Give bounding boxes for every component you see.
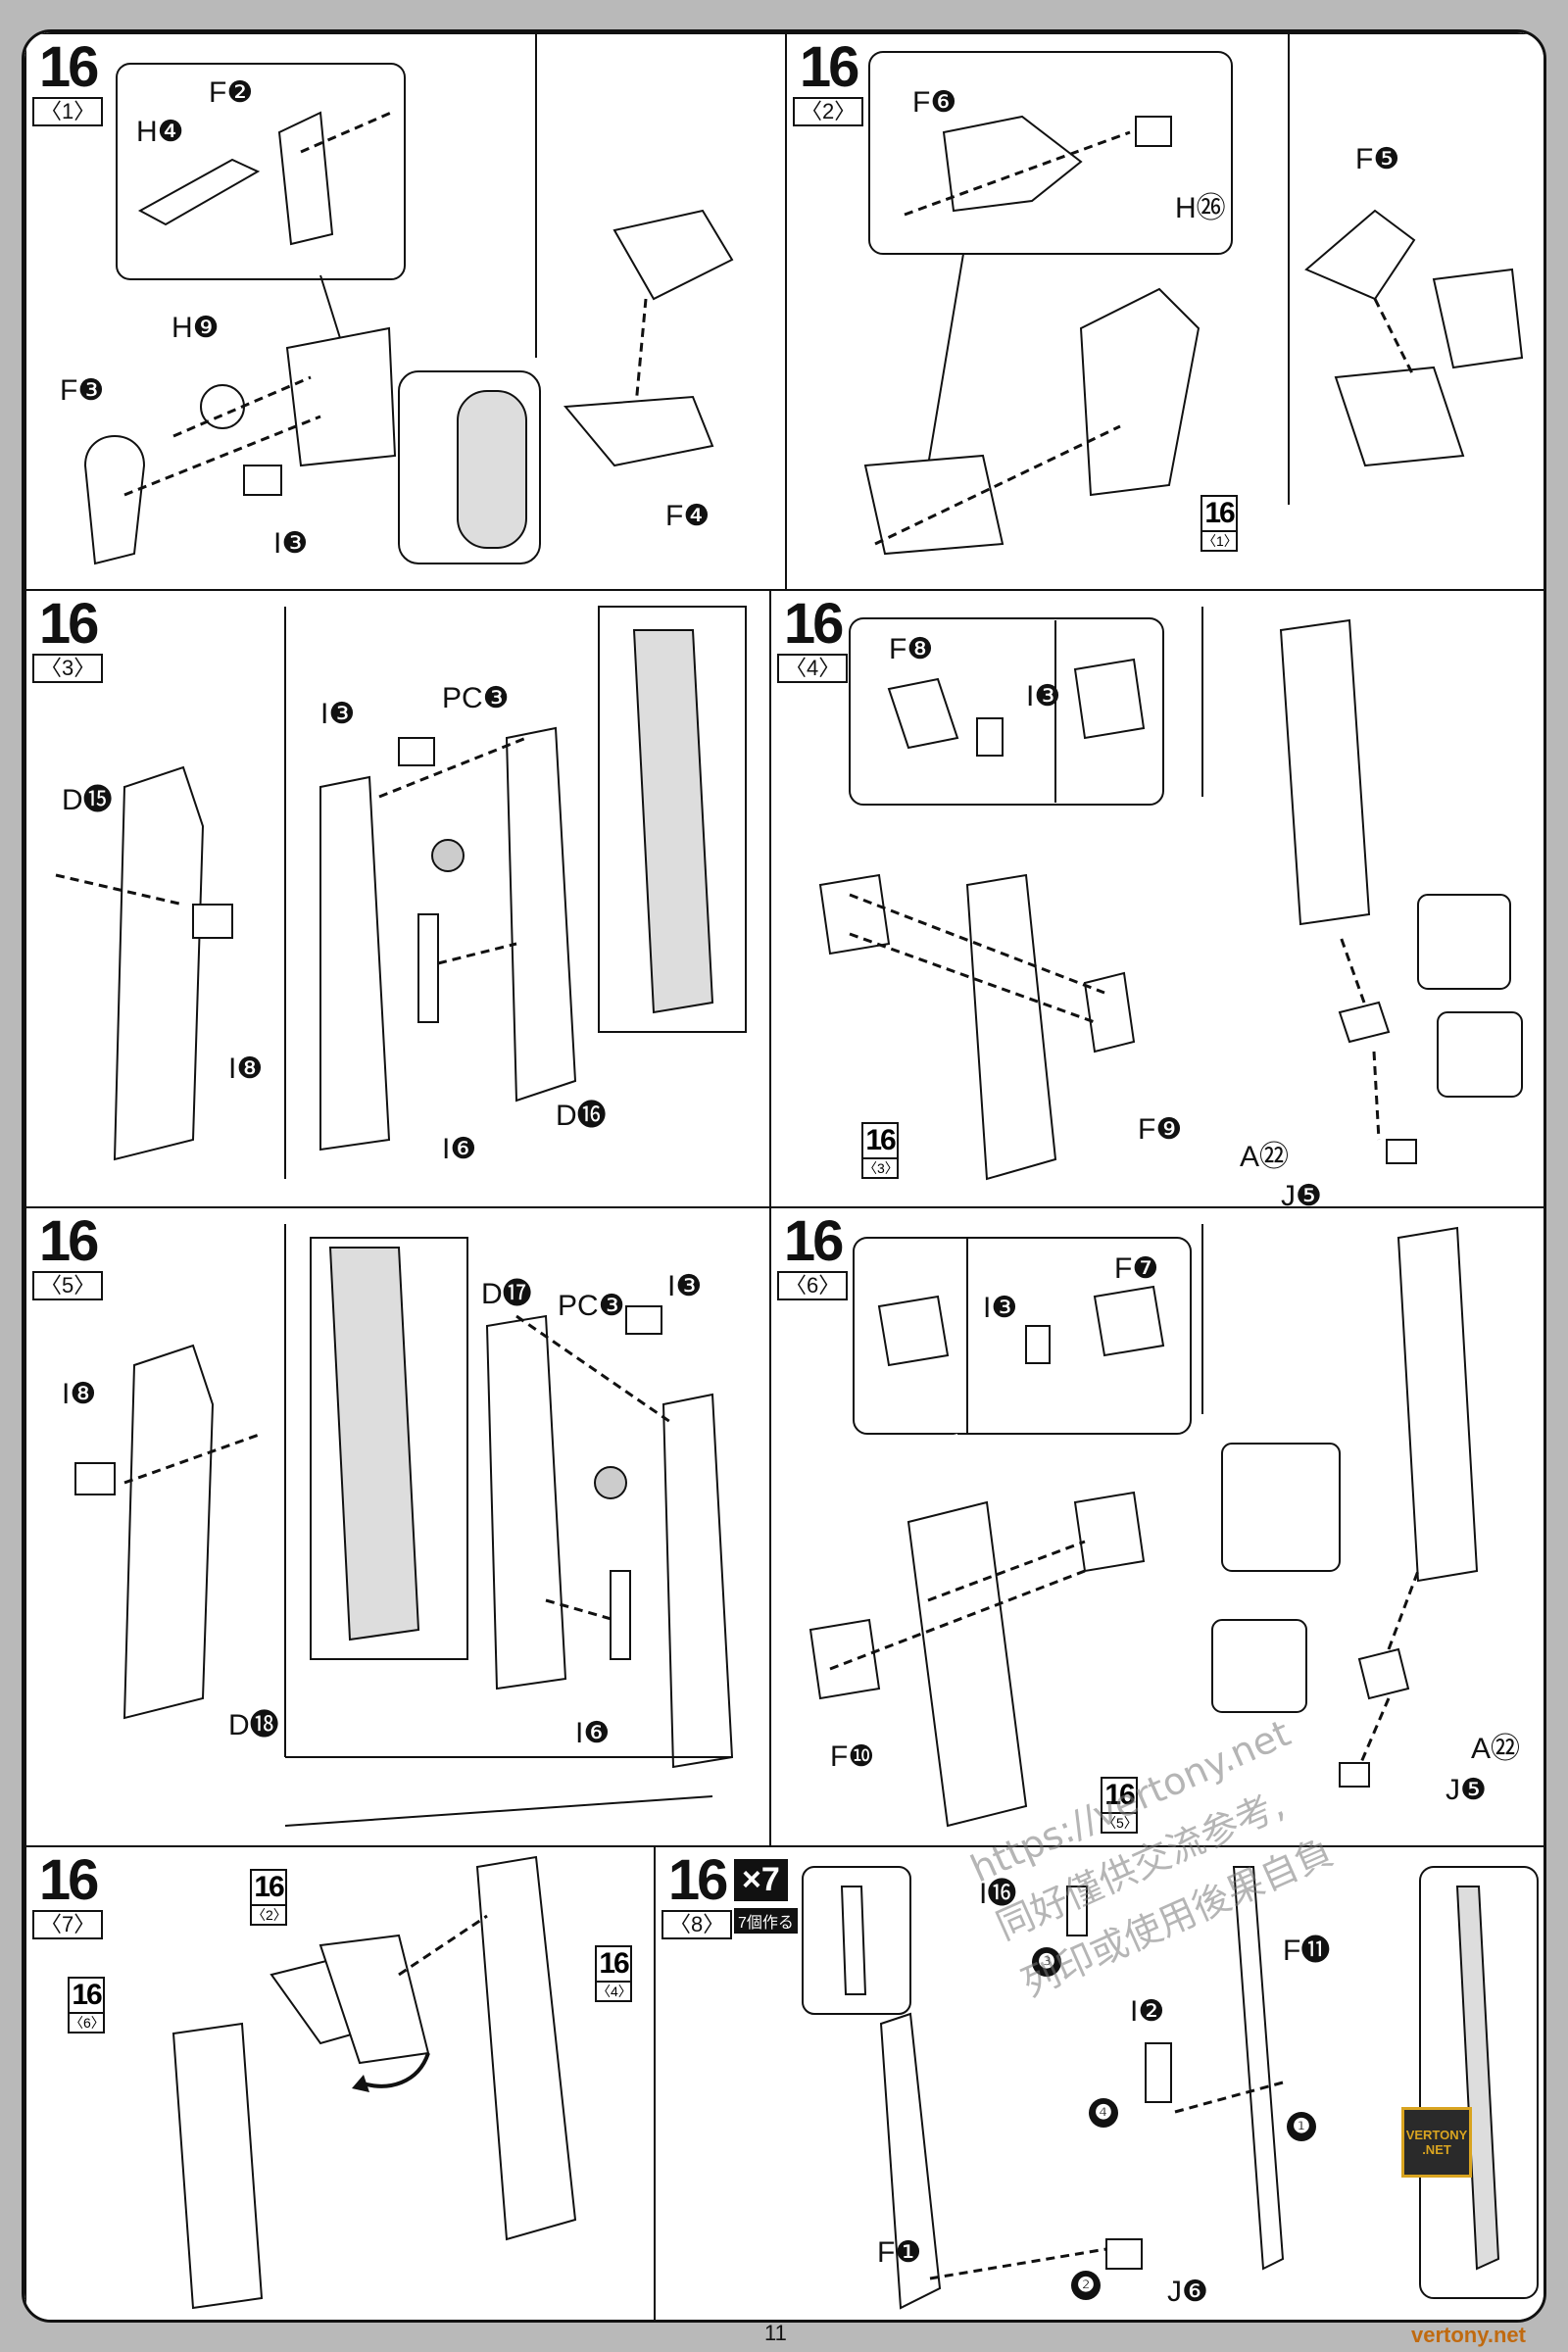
part-label: D⓰ (556, 1100, 607, 1132)
quantity-badge: ×7 (734, 1859, 788, 1901)
part-label: A㉒ (1471, 1733, 1521, 1765)
part-label: F❾ (1138, 1113, 1183, 1146)
part-label: I❽ (62, 1378, 97, 1410)
part-label: F⓫ (1283, 1935, 1331, 1967)
part-label: I❽ (228, 1053, 264, 1085)
step-number-16-5: 16 〈5〉 (32, 1213, 104, 1300)
reference-16-6: 16 〈6〉 (68, 1977, 105, 2034)
part-label: H❹ (136, 116, 184, 148)
step-16-3-panel: 16 〈3〉 D⓯ I❽ I❸ PC❸ D⓰ I❻ (24, 589, 771, 1208)
part-label: F❶ (877, 2236, 922, 2269)
step-16-6-panel: 16 〈6〉 I❸ F❼ F❿ A㉒ J❺ 16 〈5〉 (769, 1206, 1544, 1847)
part-label: I❻ (442, 1133, 477, 1165)
step-16-2-diagram (863, 34, 1524, 556)
part-label: F❷ (209, 76, 254, 109)
part-label: I❻ (575, 1717, 611, 1749)
step-number-16-2: 16 〈2〉 (793, 39, 864, 126)
step-16-6-diagram (808, 1224, 1479, 1828)
part-label: J❻ (1167, 2276, 1208, 2308)
step-16-8-diagram (802, 1866, 1539, 2310)
part-label: F❻ (912, 86, 957, 119)
step-16-3-diagram (55, 606, 747, 1179)
step-number-16-6: 16 〈6〉 (777, 1213, 849, 1300)
watermark-logo: VERTONY .NET (1401, 2107, 1472, 2178)
reference-16-1: 16 〈1〉 (1200, 495, 1238, 552)
part-label: F❹ (665, 500, 710, 532)
step-16-4-panel: 16 〈4〉 F❽ I❸ F❾ A㉒ J❺ 16 〈3〉 (769, 589, 1544, 1208)
reference-16-5: 16 〈5〉 (1101, 1777, 1138, 1834)
part-label: I❸ (320, 698, 356, 730)
step-16-7-panel: 16 〈7〉 16 〈2〉 16 〈4〉 16 〈6〉 (24, 1845, 656, 2320)
step-16-2-panel: 16 〈2〉 F❻ H㉖ F❺ 16 〈1〉 (785, 32, 1544, 591)
step-16-4-diagram (818, 607, 1523, 1181)
part-label: H㉖ (1175, 192, 1226, 224)
reference-16-4: 16 〈4〉 (595, 1945, 632, 2002)
part-label: I❷ (1130, 1995, 1165, 2028)
step-16-1-diagram (83, 34, 734, 565)
part-label: PC❸ (558, 1290, 625, 1322)
step-16-7-diagram (172, 1855, 577, 2310)
part-label: H❾ (172, 312, 220, 344)
part-label: I❸ (1026, 680, 1061, 712)
step-number-16-1: 16 〈1〉 (32, 39, 104, 126)
reference-16-2: 16 〈2〉 (250, 1869, 287, 1926)
step-16-1-panel: 16 〈1〉 F❷ H❹ H❾ F❸ I❸ F❹ (24, 32, 787, 591)
part-label: J❺ (1446, 1774, 1487, 1806)
part-label: D⓯ (62, 784, 113, 816)
step-number-16-3: 16 〈3〉 (32, 596, 104, 683)
step-number-16-8: 16 〈8〉 (662, 1852, 733, 1939)
part-label: F❺ (1355, 143, 1400, 175)
part-label: J❺ (1281, 1180, 1322, 1208)
part-label: I❸ (983, 1292, 1018, 1324)
part-label: F❽ (889, 633, 934, 665)
make-seven-note: 7個作る (734, 1908, 798, 1934)
page-number: 11 (764, 2321, 787, 2345)
part-label: PC❸ (442, 682, 510, 714)
part-label: D⓲ (228, 1709, 279, 1741)
part-label: D⓱ (481, 1278, 532, 1310)
part-label: I❸ (273, 527, 309, 560)
part-label: F❿ (830, 1740, 875, 1773)
part-label: F❸ (60, 374, 105, 407)
step-number-16-4: 16 〈4〉 (777, 596, 849, 683)
part-label: A㉒ (1240, 1141, 1290, 1173)
instruction-sheet: 16 〈1〉 F❷ H❹ H❾ F❸ I❸ F❹ 16 〈2 (22, 29, 1546, 2323)
step-16-5-panel: 16 〈5〉 I❽ D⓲ D⓱ PC❸ I❸ I❻ (24, 1206, 771, 1847)
step-16-8-panel: 16 〈8〉 ×7 7個作る I⓰ I❷ F⓫ F❶ J❻ ❶ ❷ ❸ ❹ (654, 1845, 1544, 2320)
reference-16-3: 16 〈3〉 (861, 1122, 899, 1179)
step-16-5-diagram (74, 1224, 734, 1827)
step-number-16-7: 16 〈7〉 (32, 1852, 104, 1939)
part-label: F❼ (1114, 1252, 1159, 1285)
watermark-site: vertony.net (1411, 2323, 1526, 2347)
part-label: I❸ (667, 1270, 703, 1302)
part-label: I⓰ (979, 1878, 1017, 1910)
